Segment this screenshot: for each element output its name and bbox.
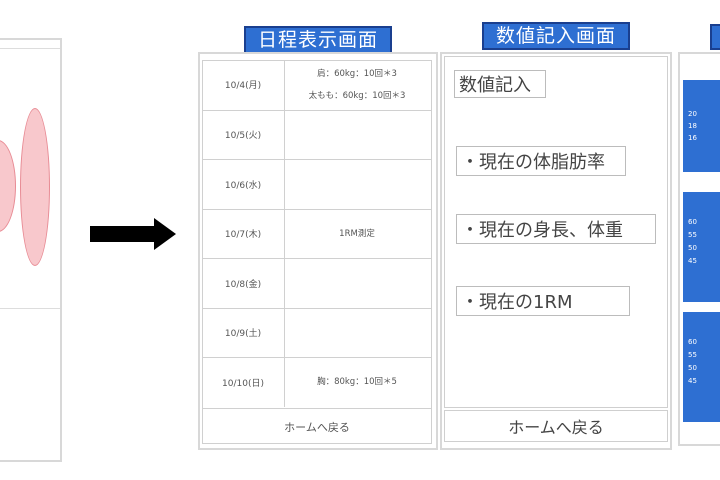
schedule-date: 10/4(月) bbox=[202, 60, 285, 110]
input-screen-title: 数値記入画面 bbox=[482, 22, 630, 50]
graph-screen-title bbox=[710, 24, 720, 50]
graph-panel-weight bbox=[683, 192, 720, 302]
one-rm-field[interactable]: ・現在の1RM bbox=[456, 286, 630, 316]
schedule-date: 10/9(土) bbox=[202, 308, 285, 357]
graph-tick: 20 bbox=[688, 110, 697, 118]
schedule-screen bbox=[198, 52, 438, 450]
graph-tick: 60 bbox=[688, 338, 697, 346]
schedule-row[interactable]: 10/8(金) bbox=[202, 258, 432, 308]
body-fat-field[interactable]: ・現在の体脂肪率 bbox=[456, 146, 626, 176]
graph-tick: 55 bbox=[688, 351, 697, 359]
input-heading: 数値記入 bbox=[454, 70, 546, 98]
schedule-date: 10/7(木) bbox=[202, 209, 285, 258]
graph-tick: 55 bbox=[688, 231, 697, 239]
graph-panel-1rm bbox=[683, 312, 720, 422]
body-part-ellipse-right bbox=[20, 108, 50, 266]
graph-tick: 18 bbox=[688, 122, 697, 130]
schedule-content bbox=[284, 111, 430, 160]
schedule-content: 1RM測定 bbox=[284, 210, 430, 259]
graph-tick: 50 bbox=[688, 364, 697, 372]
height-weight-field[interactable]: ・現在の身長、体重 bbox=[456, 214, 656, 244]
schedule-content: 胸：80kg：10回＊5 bbox=[284, 358, 430, 407]
schedule-date: 10/6(水) bbox=[202, 160, 285, 209]
schedule-content: 肩：60kg：10回＊3 太もも：60kg：10回＊3 bbox=[284, 60, 430, 110]
input-home-button[interactable]: ホームへ戻る bbox=[444, 410, 668, 442]
graph-tick: 50 bbox=[688, 244, 697, 252]
schedule-date: 10/10(日) bbox=[202, 358, 285, 407]
schedule-table bbox=[202, 60, 432, 444]
schedule-content bbox=[284, 259, 430, 308]
schedule-content bbox=[284, 160, 430, 209]
schedule-row[interactable]: 10/10(日) 胸：80kg：10回＊5 bbox=[202, 357, 432, 407]
schedule-menu-item: 1RM測定 bbox=[339, 228, 375, 239]
divider bbox=[0, 308, 60, 309]
graph-tick: 45 bbox=[688, 377, 697, 385]
schedule-row[interactable]: 10/9(土) bbox=[202, 307, 432, 358]
schedule-menu-item: 胸：80kg：10回＊5 bbox=[317, 377, 397, 388]
schedule-row[interactable]: 10/5(火) bbox=[202, 109, 432, 160]
divider bbox=[0, 48, 60, 49]
graph-tick: 16 bbox=[688, 134, 697, 142]
graph-tick: 45 bbox=[688, 257, 697, 265]
input-screen bbox=[440, 52, 672, 450]
schedule-row[interactable]: 10/7(木) 1RM測定 bbox=[202, 208, 432, 259]
graph-panel-body-fat bbox=[683, 80, 720, 172]
graph-tick: 60 bbox=[688, 218, 697, 226]
input-panel bbox=[444, 56, 668, 408]
schedule-screen-title: 日程表示画面 bbox=[244, 26, 392, 54]
transition-arrow-head bbox=[154, 218, 176, 250]
schedule-row[interactable]: 10/4(月) 肩：60kg：10回＊3 太もも：60kg：10回＊3 bbox=[202, 60, 432, 110]
schedule-date: 10/8(金) bbox=[202, 259, 285, 308]
schedule-row[interactable]: 10/6(水) bbox=[202, 159, 432, 209]
schedule-date: 10/5(火) bbox=[202, 110, 285, 159]
schedule-menu-item: 肩：60kg：10回＊3 bbox=[317, 68, 397, 79]
transition-arrow bbox=[90, 226, 156, 242]
schedule-menu-item: 太もも：60kg：10回＊3 bbox=[308, 90, 406, 101]
schedule-content bbox=[284, 309, 430, 358]
schedule-home-button[interactable]: ホームへ戻る bbox=[202, 408, 432, 444]
